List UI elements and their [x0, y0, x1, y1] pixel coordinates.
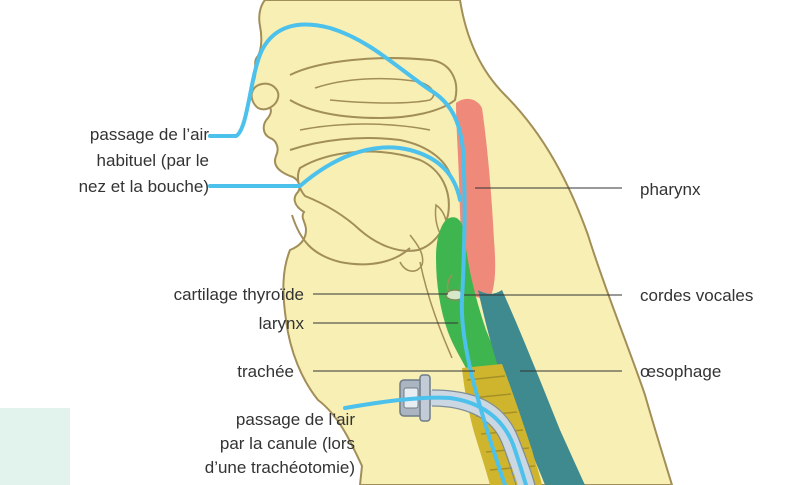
label-trachea: trachée: [237, 361, 294, 382]
side-panel: [0, 408, 70, 485]
label-pharynx: pharynx: [640, 179, 700, 200]
label-larynx: larynx: [259, 313, 304, 334]
label-air-cannula: passage de l’air par la canule (lors d’u…: [95, 408, 355, 480]
label-cordes-vocales: cordes vocales: [640, 285, 753, 306]
label-cartilage: cartilage thyroïde: [174, 284, 304, 305]
label-air-normal: passage de l’air habituel (par le nez et…: [0, 122, 209, 200]
nose-tip: [252, 84, 279, 110]
label-esophagus: œsophage: [640, 361, 721, 382]
